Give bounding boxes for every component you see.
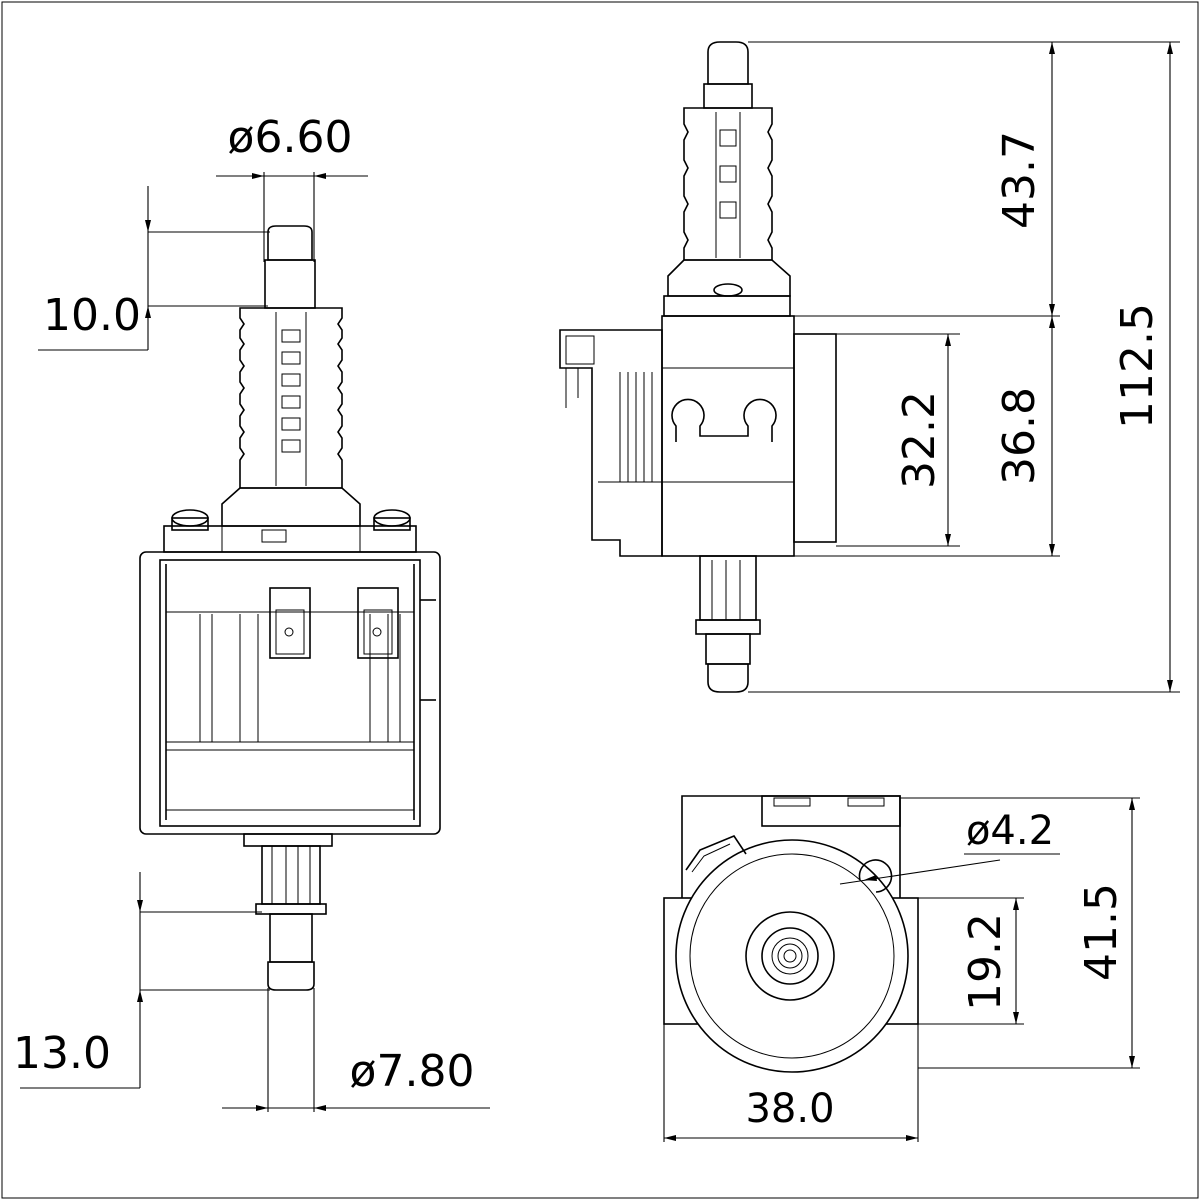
front-view — [139, 225, 441, 991]
dim-total-length: 112.5 — [1112, 303, 1163, 429]
front-view-dimensions — [20, 172, 490, 1112]
dim-outlet-barb-length: 13.0 — [13, 1028, 111, 1079]
dim-body-depth: 41.5 — [1076, 883, 1127, 981]
bottom-view-dimensions — [663, 797, 1140, 1142]
side-view — [559, 41, 837, 693]
dim-body-height: 36.8 — [994, 387, 1045, 485]
dim-mount-hole: ø4.2 — [966, 808, 1054, 854]
dim-inlet-diameter: ø6.60 — [228, 112, 353, 163]
dim-body-height-inner: 32.2 — [894, 391, 945, 489]
dim-outlet-center-height: 19.2 — [960, 913, 1011, 1011]
dim-inlet-length: 43.7 — [994, 131, 1045, 229]
side-view-dimensions — [748, 41, 1180, 693]
dim-outlet-diameter: ø7.80 — [350, 1046, 475, 1097]
bottom-view — [663, 795, 919, 1073]
dim-inlet-barb-length: 10.0 — [43, 290, 141, 341]
dim-body-width: 38.0 — [745, 1086, 834, 1132]
